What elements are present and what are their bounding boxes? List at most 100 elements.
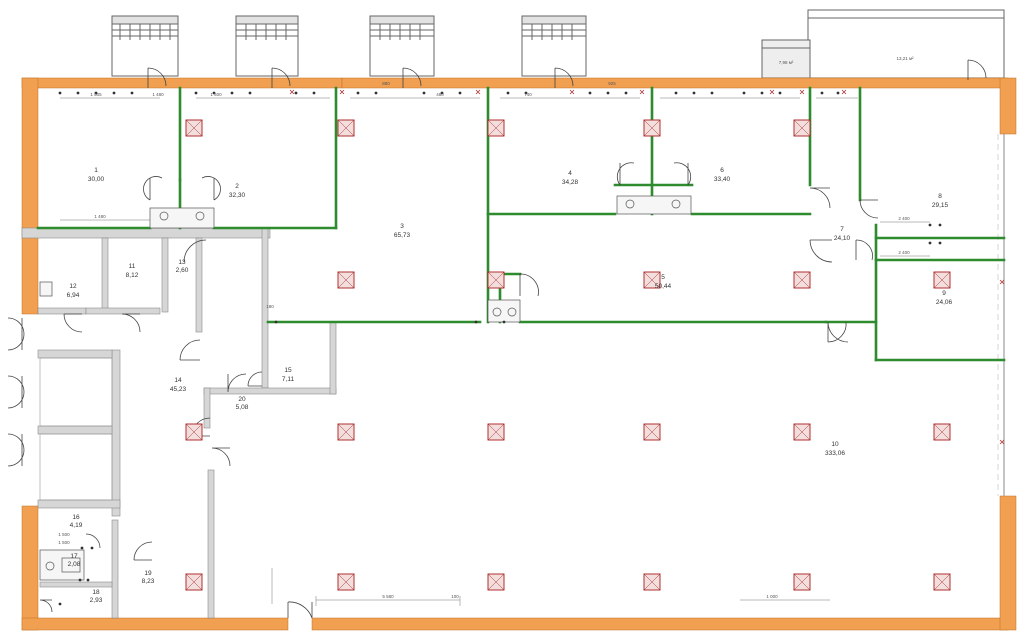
toilet-icon <box>195 211 205 221</box>
column-hatch <box>487 573 505 591</box>
room-4-area: 34,28 <box>562 179 579 186</box>
room-1-area: 30,00 <box>88 176 105 183</box>
room-11-area: 8,12 <box>126 272 139 279</box>
column-hatch <box>933 423 951 441</box>
column-hatch <box>337 573 355 591</box>
toilet-icon <box>492 307 502 317</box>
room-6-area: 33,40 <box>714 176 731 183</box>
dimension-label: 2 400 <box>898 216 910 221</box>
room-19-area: 8,23 <box>142 578 155 585</box>
wall-room14-bottom <box>203 387 337 395</box>
column-hatch <box>185 423 203 441</box>
room-9-area: 24,06 <box>936 299 953 306</box>
porches <box>111 9 1005 79</box>
terrace-area-label: 13,21 м² <box>896 56 914 61</box>
room-5-number: 5 <box>661 274 665 281</box>
dimension-label: 2 400 <box>898 250 910 255</box>
room-1-number: 1 <box>94 167 98 174</box>
porch-1 <box>111 15 179 77</box>
column-hatch <box>487 271 505 289</box>
room-18-number: 18 <box>92 589 100 596</box>
wall-service-f <box>85 307 161 315</box>
wall-top-right <box>341 77 1009 89</box>
column-hatch <box>643 119 661 137</box>
dimension-label: 1 000 <box>766 594 778 599</box>
column-hatch <box>793 423 811 441</box>
wall-room19-left <box>111 519 119 619</box>
dimension-label: 180 <box>266 304 274 309</box>
column-hatch <box>933 573 951 591</box>
toilet-icon <box>45 561 55 571</box>
dimension-lines <box>60 97 930 606</box>
wall-cell-1 <box>37 349 113 359</box>
room-10-number: 10 <box>831 441 839 448</box>
porch-4 <box>521 15 587 77</box>
columns <box>185 119 951 591</box>
dimension-label: 480 <box>436 92 444 97</box>
column-hatch <box>487 423 505 441</box>
wall-room20-left <box>203 387 211 429</box>
room-14-area: 45,23 <box>170 386 187 393</box>
room-13-area: 2,60 <box>176 267 189 274</box>
room-14-number: 14 <box>174 377 182 384</box>
column-hatch <box>643 271 661 289</box>
column-hatch <box>643 423 661 441</box>
room-19-number: 19 <box>144 570 152 577</box>
column-hatch <box>793 573 811 591</box>
wall-cross-top <box>21 227 271 239</box>
wall-service-a <box>101 237 109 313</box>
room-8-area: 29,15 <box>932 202 949 209</box>
room-13-number: 13 <box>178 259 186 266</box>
room-15-area: 7,11 <box>282 376 295 383</box>
wall-service-e <box>37 307 87 315</box>
room-15-number: 15 <box>284 367 292 374</box>
column-hatch <box>185 573 203 591</box>
room-5-area: 50,44 <box>655 283 672 290</box>
dimension-label: 1 500 <box>58 540 70 545</box>
inner-walls <box>21 227 337 619</box>
room-18-area: 2,93 <box>90 597 103 604</box>
dimension-label: 880 <box>382 81 390 86</box>
wall-service-c <box>195 237 203 333</box>
dimension-label: 1 480 <box>152 92 164 97</box>
porch-area-label: 7,98 м² <box>779 60 794 65</box>
column-hatch <box>185 119 203 137</box>
room-3-number: 3 <box>400 223 404 230</box>
wall-bottom-left <box>21 617 289 631</box>
room-10-area: 333,06 <box>825 450 845 457</box>
room-12-number: 12 <box>69 283 77 290</box>
porch-3 <box>369 15 435 77</box>
wall-room18-top <box>39 581 113 588</box>
dimension-label: 925 <box>608 81 616 86</box>
sink-icon <box>39 281 53 297</box>
room-8-number: 8 <box>938 193 942 200</box>
wall-right-upper <box>999 77 1017 135</box>
dimension-label: 740 <box>524 92 532 97</box>
dimension-label: 100 <box>451 594 459 599</box>
wall-left-upper <box>21 77 39 315</box>
column-hatch <box>337 271 355 289</box>
wall-cell-3 <box>37 499 121 509</box>
dimension-label: 5 580 <box>382 594 394 599</box>
column-hatch <box>793 271 811 289</box>
column-hatch <box>337 119 355 137</box>
ventilation-marks <box>289 89 1005 445</box>
toilet-icon <box>671 199 681 209</box>
wall-room15-right <box>329 321 337 395</box>
wall-top-left <box>21 77 343 89</box>
room-11-number: 11 <box>129 263 136 270</box>
column-hatch <box>793 119 811 137</box>
room-2-number: 2 <box>235 183 239 190</box>
column-hatch <box>933 271 951 289</box>
doors <box>7 59 987 619</box>
room-17-number: 17 <box>70 553 78 560</box>
room-17-area: 2,08 <box>68 561 81 568</box>
stair-cells <box>39 357 113 501</box>
dimension-label: 1 500 <box>210 92 222 97</box>
dimension-label: 1 505 <box>90 92 102 97</box>
room-16-number: 16 <box>72 514 80 521</box>
room-16-area: 4,19 <box>70 522 83 529</box>
outer-walls <box>21 77 1017 631</box>
room-4-number: 4 <box>568 170 572 177</box>
wall-right-lower <box>999 495 1017 631</box>
